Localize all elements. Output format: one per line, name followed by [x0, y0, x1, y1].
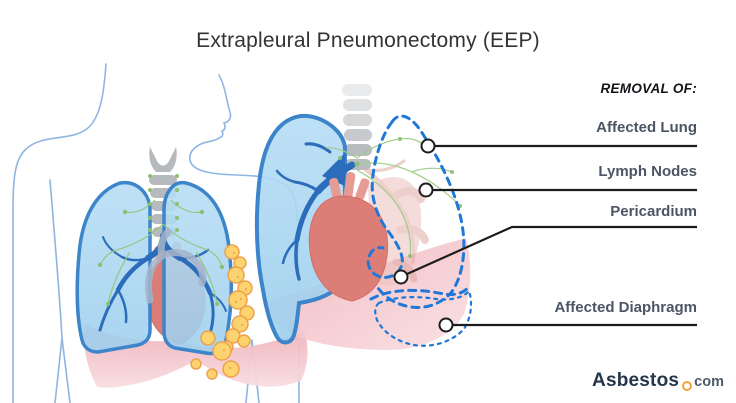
diaphragm-remaining	[267, 238, 471, 350]
callout-marker-pericardium	[393, 269, 409, 285]
tumor-nodules	[190, 244, 255, 380]
asbestos-logo[interactable]: Asbestos com	[592, 370, 724, 392]
callout-marker-affected-diaphragm	[438, 317, 454, 333]
label-lymph-nodes: Lymph Nodes	[598, 163, 697, 180]
label-affected-diaphragm: Affected Diaphragm	[554, 299, 697, 316]
lymph-nodes	[97, 174, 225, 306]
label-pericardium: Pericardium	[610, 203, 697, 220]
figure-post-surgery	[254, 84, 473, 350]
figure-torso	[12, 63, 308, 403]
heart-enlarged	[308, 172, 389, 302]
remaining-lung-bronchi	[275, 142, 356, 281]
pulmonary-vessels	[145, 228, 207, 304]
callout-line-pericardium	[406, 225, 697, 276]
removed-diaphragm-dotted-outline	[374, 288, 473, 347]
pericardium-dashed-outline	[366, 120, 404, 279]
label-affected-lung: Affected Lung	[596, 119, 697, 136]
right-lung	[75, 180, 152, 354]
orange-ring-dot-icon	[682, 381, 693, 391]
callout-marker-affected-lung	[420, 138, 436, 154]
callout-marker-lymph-nodes	[418, 182, 434, 198]
logo-tld-text: com	[694, 374, 724, 390]
removed-lung-dashed-outline	[366, 114, 472, 309]
callouts	[393, 138, 697, 333]
logo-brand-text: Asbestos	[592, 370, 680, 391]
removal-of-heading: REMOVAL OF:	[600, 81, 697, 96]
page-title: Extrapleural Pneumonectomy (EEP)	[196, 29, 540, 52]
